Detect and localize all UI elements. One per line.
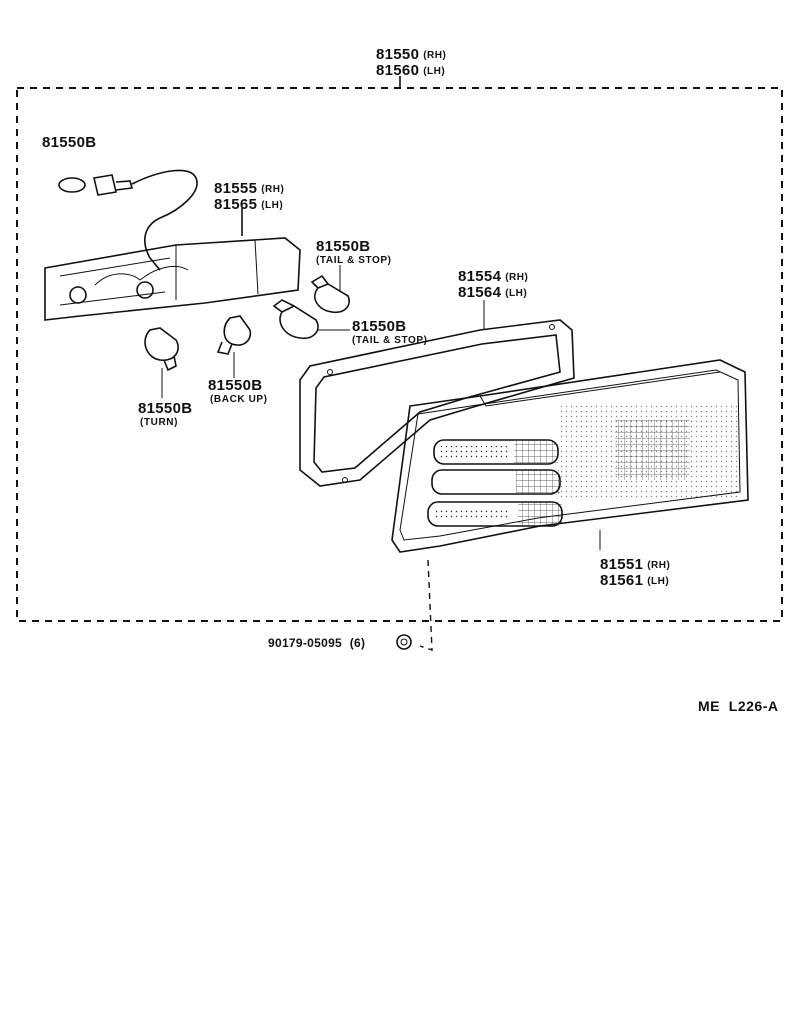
lens-side-lh: (LH) bbox=[647, 576, 670, 587]
socket-wire-part-number: 81550B bbox=[42, 134, 97, 151]
assembly-part-number-lh: 81560 bbox=[376, 62, 420, 79]
gasket-side-rh: (RH) bbox=[505, 272, 529, 283]
assembly-side-lh: (LH) bbox=[423, 66, 446, 77]
fastener-part-number: 90179-05095 bbox=[268, 636, 343, 650]
fastener-drawing bbox=[396, 559, 433, 651]
fastener-label: 90179-05095 (6) bbox=[268, 636, 365, 650]
bulb-back-up-drawing bbox=[216, 315, 252, 378]
bulb-tail-stop-lower-part-number: 81550B bbox=[352, 318, 407, 335]
lens-segment-lower bbox=[427, 501, 563, 527]
gasket-part-number-lh: 81564 bbox=[458, 284, 502, 301]
fastener-quantity: (6) bbox=[349, 636, 366, 650]
housing-label: 81555(RH) 81565(LH) bbox=[214, 180, 284, 214]
bulb-turn-part-number: 81550B bbox=[138, 400, 193, 417]
housing-part-number-rh: 81555 bbox=[214, 180, 258, 197]
assembly-boundary bbox=[16, 76, 783, 622]
gasket-part-number-rh: 81554 bbox=[458, 268, 502, 285]
assembly-part-number-rh: 81550 bbox=[376, 46, 420, 63]
bulb-turn-drawing bbox=[144, 327, 179, 398]
housing-part-number-lh: 81565 bbox=[214, 196, 258, 213]
lens-segment-middle bbox=[431, 469, 561, 495]
lens-segment-upper bbox=[433, 439, 559, 465]
housing-side-lh: (LH) bbox=[261, 200, 284, 211]
bulb-tail-stop-upper-desc: (TAIL & STOP) bbox=[316, 255, 392, 266]
lens-side-rh: (RH) bbox=[647, 560, 671, 571]
lens-drawing bbox=[391, 359, 749, 553]
gasket-side-lh: (LH) bbox=[505, 288, 528, 299]
assembly-label: 81550(RH) 81560(LH) bbox=[376, 46, 446, 80]
bulb-tail-stop-lower-desc: (TAIL & STOP) bbox=[352, 335, 428, 346]
diagram-code: ME L226-A bbox=[698, 698, 779, 714]
gasket-label: 81554(RH) 81564(LH) bbox=[458, 268, 528, 302]
lens-label: 81551(RH) 81561(LH) bbox=[600, 556, 670, 590]
housing-drawing bbox=[44, 208, 301, 321]
bulb-back-up-part-number: 81550B bbox=[208, 377, 263, 394]
lens-part-number-rh: 81551 bbox=[600, 556, 644, 573]
lens-part-number-lh: 81561 bbox=[600, 572, 644, 589]
bulb-turn-desc: (TURN) bbox=[140, 417, 179, 428]
bulb-tail-stop-lower-drawing bbox=[272, 299, 350, 340]
bulb-tail-stop-upper-part-number: 81550B bbox=[316, 238, 371, 255]
bulb-tail-stop-upper-drawing bbox=[310, 265, 350, 314]
housing-side-rh: (RH) bbox=[261, 184, 285, 195]
socket-wire-drawing bbox=[58, 169, 198, 271]
assembly-side-rh: (RH) bbox=[423, 50, 447, 61]
bulb-back-up-desc: (BACK UP) bbox=[210, 394, 268, 405]
